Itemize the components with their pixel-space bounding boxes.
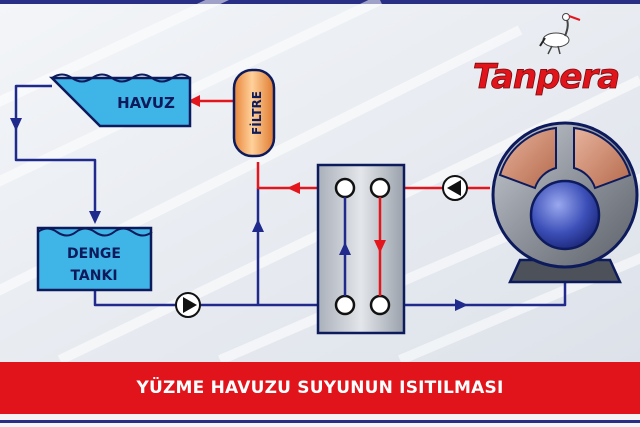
pool-label: HAVUZ xyxy=(117,94,175,112)
filter-label: FİLTRE xyxy=(249,91,264,135)
balance-tank-label-line2: TANKI xyxy=(70,268,117,284)
boiler-icon xyxy=(491,121,639,284)
pump-icon xyxy=(442,175,468,201)
brand-logo xyxy=(539,13,581,55)
pump-icon xyxy=(175,292,201,318)
flow-arrow-left xyxy=(287,182,300,194)
flow-arrow-left xyxy=(188,95,200,107)
pool-tank xyxy=(48,73,192,128)
heat-exchanger-icon xyxy=(316,163,406,335)
balance-tank xyxy=(36,226,153,292)
brand-wordmark: Tanpera xyxy=(473,57,619,97)
stork-icon xyxy=(539,13,581,55)
flow-arrow-right xyxy=(455,299,468,311)
top-border xyxy=(0,0,640,4)
flow-arrow-up xyxy=(252,219,264,232)
flow-arrow-down xyxy=(10,118,22,131)
filter-unit xyxy=(232,68,276,158)
flow-arrow-down xyxy=(89,211,101,224)
bottom-border xyxy=(0,414,640,427)
caption-banner: YÜZME HAVUZU SUYUNUN ISITILMASI xyxy=(0,362,640,414)
balance-tank-label-line1: DENGE xyxy=(67,246,121,262)
caption-title: YÜZME HAVUZU SUYUNUN ISITILMASI xyxy=(136,378,504,398)
